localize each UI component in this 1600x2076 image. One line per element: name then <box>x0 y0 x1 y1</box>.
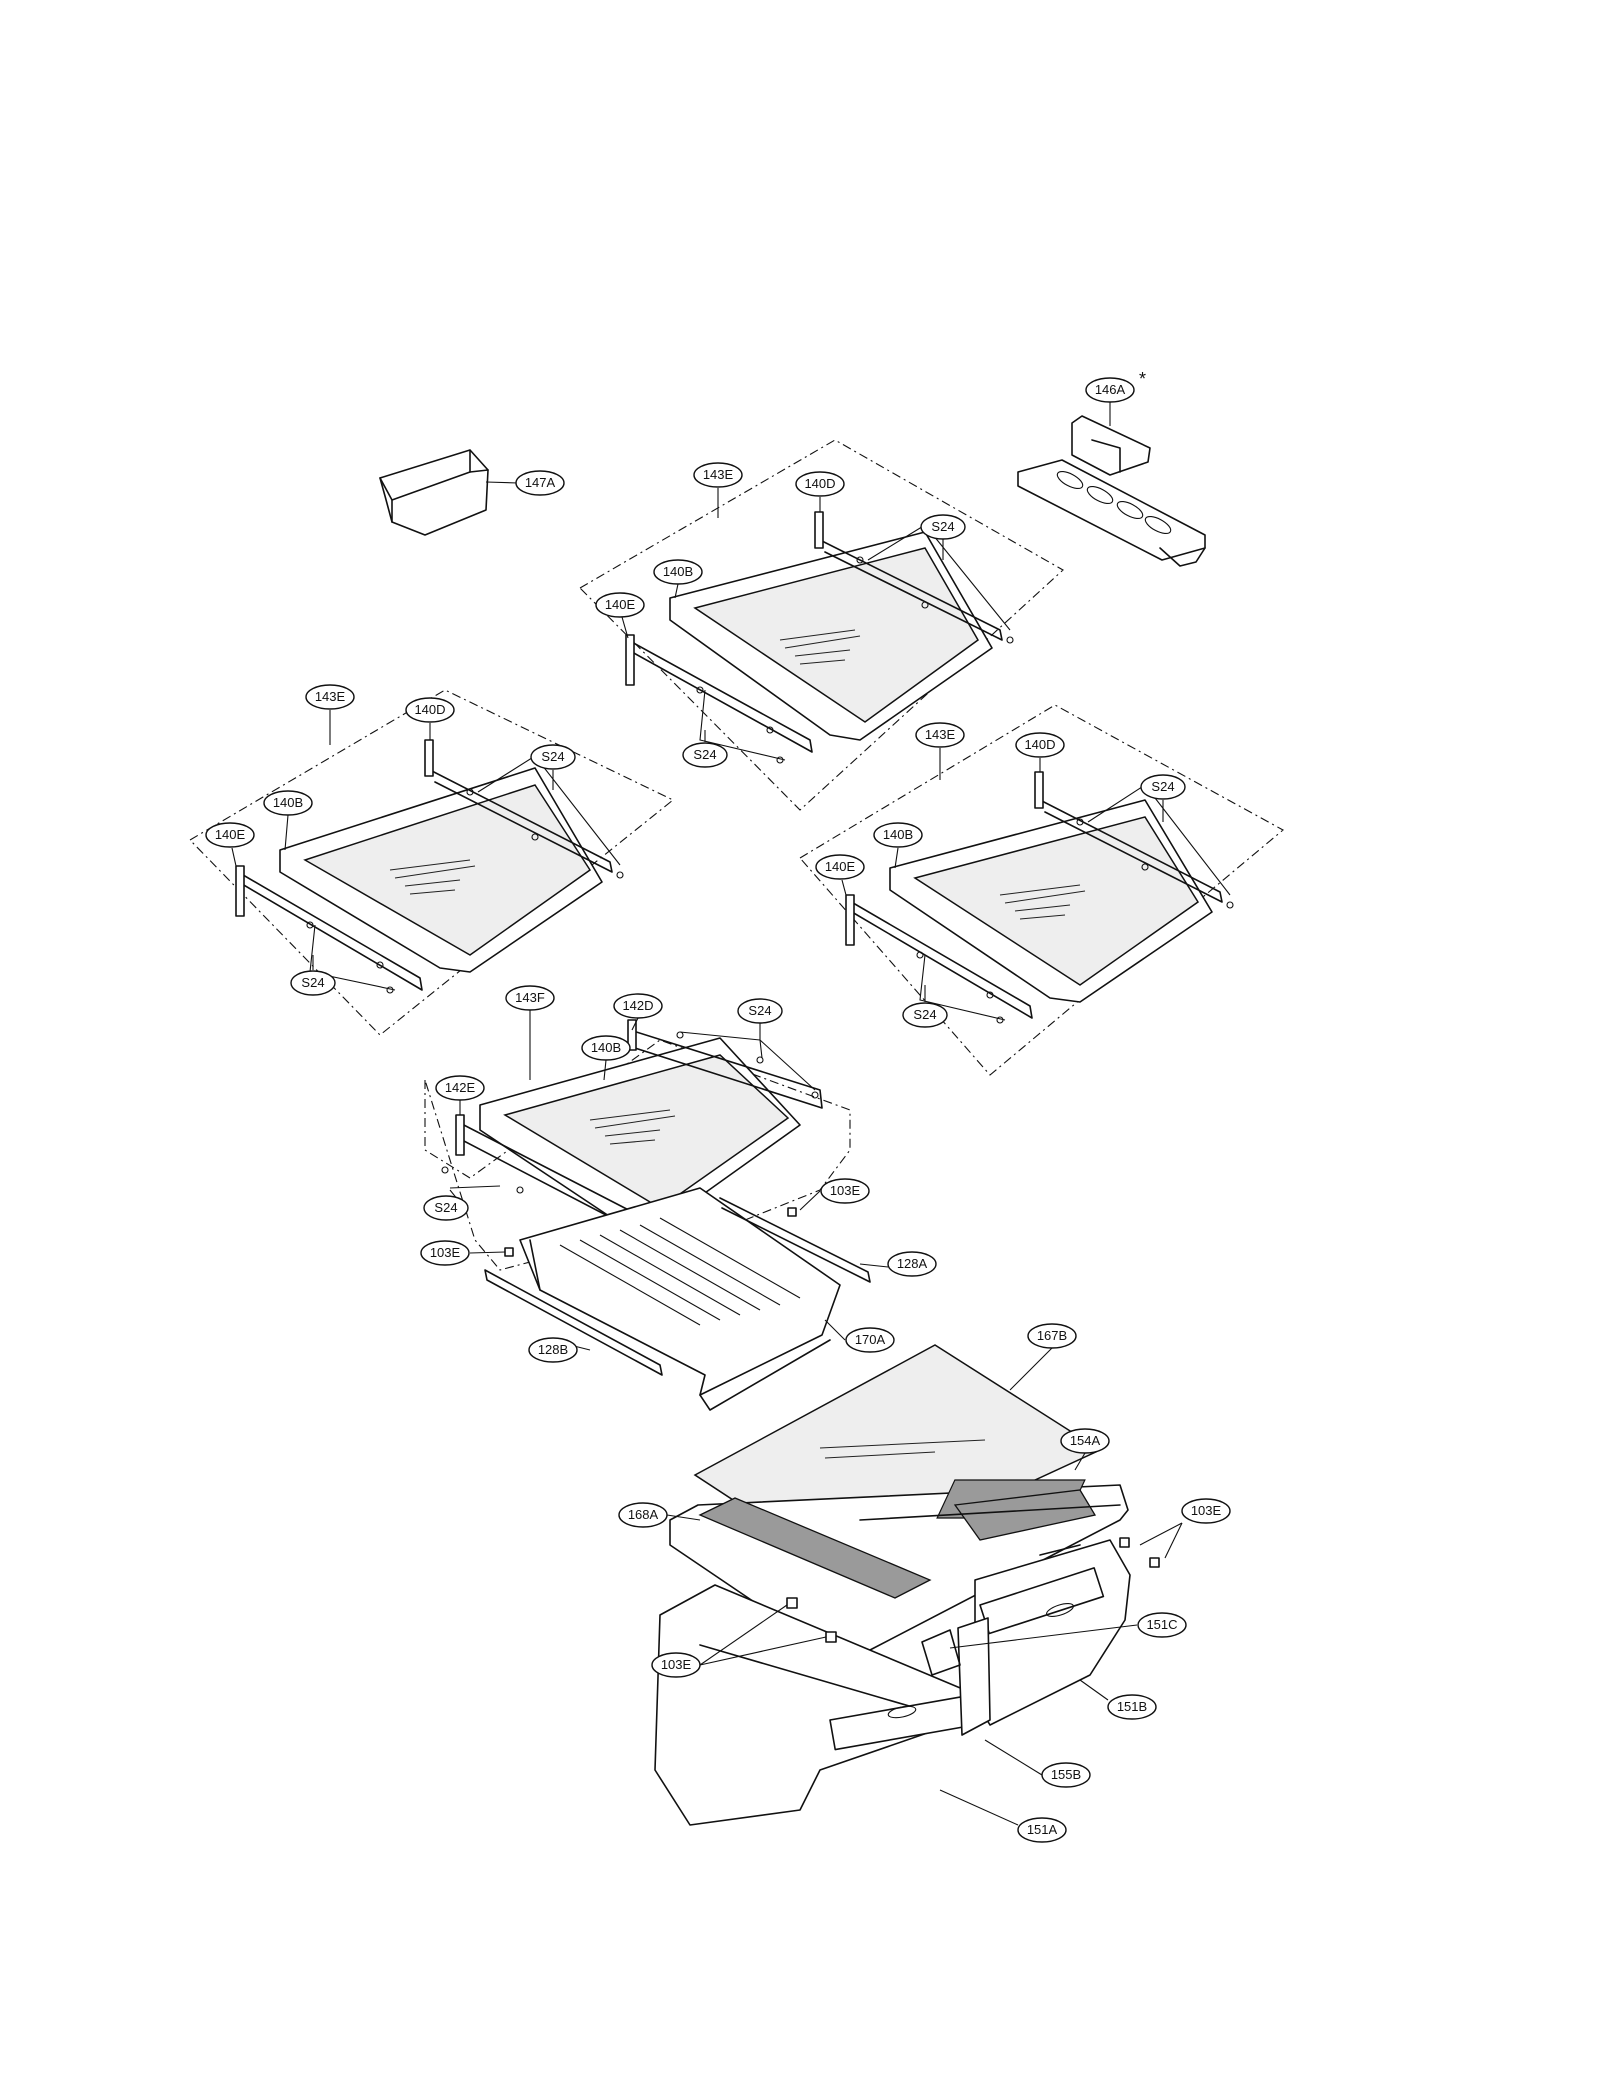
svg-text:143F: 143F <box>515 990 545 1005</box>
svg-text:S24: S24 <box>541 749 564 764</box>
callout-140D: 140D <box>405 697 455 723</box>
callout-S24: S24 <box>920 514 966 540</box>
svg-text:S24: S24 <box>1151 779 1174 794</box>
svg-text:140D: 140D <box>804 476 835 491</box>
svg-text:140B: 140B <box>663 564 693 579</box>
svg-text:142E: 142E <box>445 1080 476 1095</box>
svg-text:147A: 147A <box>525 475 556 490</box>
svg-text:140D: 140D <box>414 702 445 717</box>
callout-140E: 140E <box>205 822 255 848</box>
callout-103E: 103E <box>420 1240 470 1266</box>
svg-text:151C: 151C <box>1146 1617 1177 1632</box>
callout-168A: 168A <box>618 1502 668 1528</box>
callout-140E: 140E <box>815 854 865 880</box>
svg-text:S24: S24 <box>931 519 954 534</box>
svg-text:140B: 140B <box>883 827 913 842</box>
svg-text:S24: S24 <box>693 747 716 762</box>
svg-text:154A: 154A <box>1070 1433 1101 1448</box>
callout-S24: S24 <box>737 998 783 1024</box>
shelf-assembly-group-2 <box>189 689 675 1036</box>
part-146A-egg-tray <box>1017 402 1206 567</box>
callout-167B: 167B <box>1027 1323 1077 1349</box>
svg-text:155B: 155B <box>1051 1767 1081 1782</box>
svg-text:151B: 151B <box>1117 1699 1147 1714</box>
svg-text:103E: 103E <box>661 1657 692 1672</box>
callout-143E: 143E <box>693 462 743 488</box>
svg-text:128B: 128B <box>538 1342 568 1357</box>
svg-text:140E: 140E <box>605 597 636 612</box>
leader-lines <box>231 488 1183 1826</box>
callout-128A: 128A <box>887 1251 937 1277</box>
callout-154A: 154A <box>1060 1428 1110 1454</box>
callout-151C: 151C <box>1137 1612 1187 1638</box>
svg-text:151A: 151A <box>1027 1822 1058 1837</box>
svg-text:146A: 146A <box>1095 382 1126 397</box>
svg-text:168A: 168A <box>628 1507 659 1522</box>
callout-S24: S24 <box>290 970 336 996</box>
svg-text:143E: 143E <box>925 727 956 742</box>
shelf-assembly-group-4 <box>424 1019 871 1411</box>
callout-140B: 140B <box>263 790 313 816</box>
svg-text:S24: S24 <box>434 1200 457 1215</box>
callout-S24: S24 <box>682 742 728 768</box>
callout-170A: 170A <box>845 1327 895 1353</box>
svg-text:103E: 103E <box>430 1245 461 1260</box>
callout-S24: S24 <box>530 744 576 770</box>
callout-142E: 142E <box>435 1075 485 1101</box>
svg-text:103E: 103E <box>1191 1503 1222 1518</box>
callout-143F: 143F <box>505 985 555 1011</box>
callout-151A: 151A <box>1017 1817 1067 1843</box>
svg-text:140E: 140E <box>825 859 856 874</box>
svg-text:143E: 143E <box>315 689 346 704</box>
callout-140B: 140B <box>581 1035 631 1061</box>
svg-text:140E: 140E <box>215 827 246 842</box>
svg-text:128A: 128A <box>897 1256 928 1271</box>
shelf-assembly-group-1 <box>579 439 1064 811</box>
callout-S24: S24 <box>423 1195 469 1221</box>
callout-140B: 140B <box>873 822 923 848</box>
svg-text:167B: 167B <box>1037 1328 1067 1343</box>
callout-labels: 147A 146A * 143E 140D S24 140B 140E S24 1… <box>205 369 1231 1843</box>
svg-text:103E: 103E <box>830 1183 861 1198</box>
callout-128B: 128B <box>528 1337 578 1363</box>
svg-text:S24: S24 <box>748 1003 771 1018</box>
callout-140D: 140D <box>1015 732 1065 758</box>
callout-140B: 140B <box>653 559 703 585</box>
callout-143E: 143E <box>305 684 355 710</box>
svg-text:140B: 140B <box>273 795 303 810</box>
svg-text:143E: 143E <box>703 467 734 482</box>
callout-103E: 103E <box>1181 1498 1231 1524</box>
svg-text:170A: 170A <box>855 1332 886 1347</box>
callout-151B: 151B <box>1107 1694 1157 1720</box>
callout-142D: 142D <box>613 993 663 1019</box>
shelf-assembly-group-3 <box>799 704 1284 1076</box>
callout-155B: 155B <box>1041 1762 1091 1788</box>
callout-140D: 140D <box>795 471 845 497</box>
svg-text:S24: S24 <box>301 975 324 990</box>
svg-text:140D: 140D <box>1024 737 1055 752</box>
callout-140E: 140E <box>595 592 645 618</box>
svg-text:140B: 140B <box>591 1040 621 1055</box>
crisper-assembly <box>654 1344 1160 1826</box>
callout-146A: 146A * <box>1085 369 1146 403</box>
callout-146A-asterisk: * <box>1139 369 1146 389</box>
part-147A-bin <box>379 449 519 536</box>
svg-text:142D: 142D <box>622 998 653 1013</box>
callout-103E: 103E <box>820 1178 870 1204</box>
svg-text:S24: S24 <box>913 1007 936 1022</box>
callout-103E: 103E <box>651 1652 701 1678</box>
callout-S24: S24 <box>902 1002 948 1028</box>
callout-147A: 147A <box>515 470 565 496</box>
callout-S24: S24 <box>1140 774 1186 800</box>
callout-143E: 143E <box>915 722 965 748</box>
